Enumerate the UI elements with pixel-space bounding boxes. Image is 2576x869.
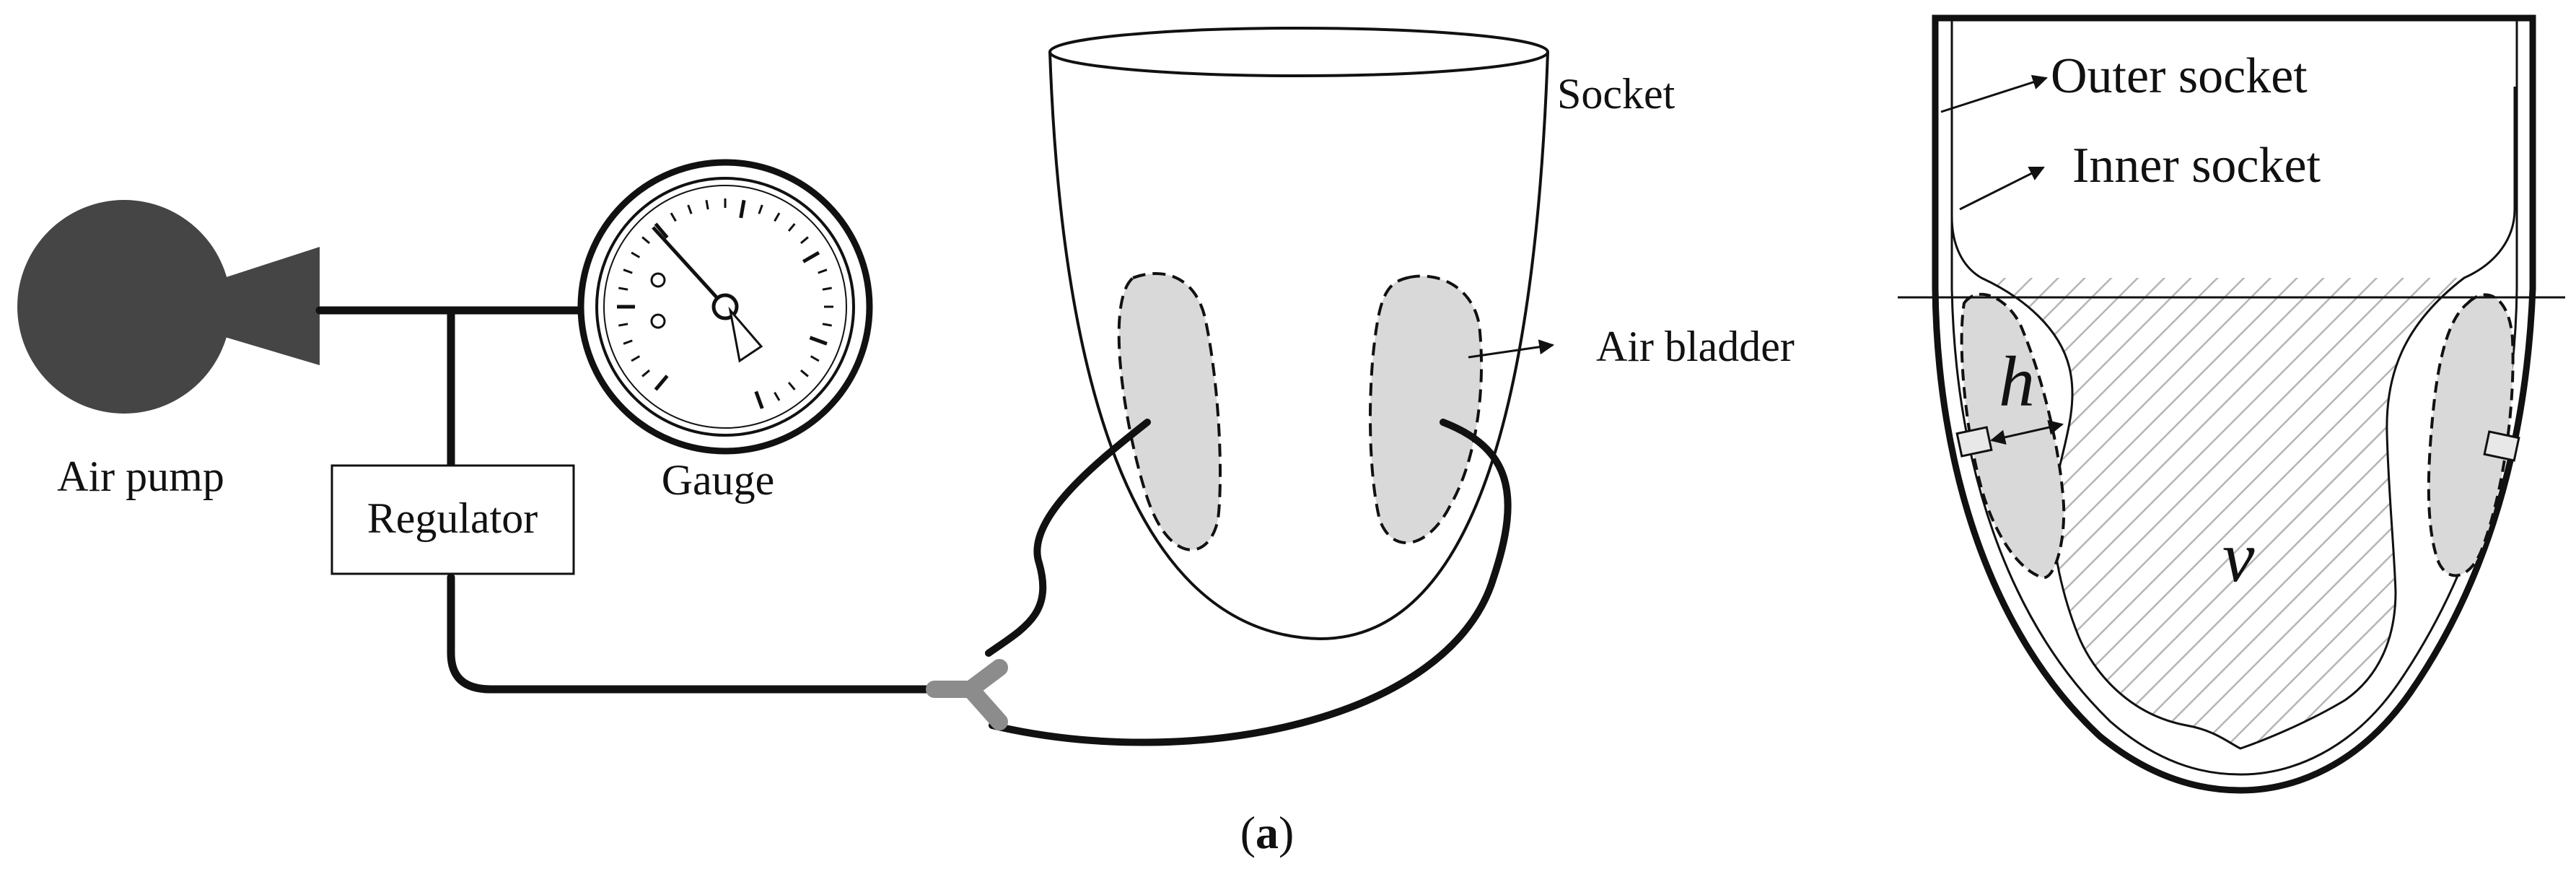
caption-open-paren: (: [1240, 807, 1256, 858]
bladder-tubes: [985, 419, 1512, 746]
gauge-label: Gauge: [662, 456, 775, 504]
socket-3d: [1048, 27, 1555, 641]
air-bladder-pointer: [1468, 339, 1555, 359]
gauge-face: [603, 185, 847, 429]
socket-rim: [1048, 27, 1549, 77]
y-connector-branch-down: [962, 681, 1008, 730]
air-pump-label: Air pump: [57, 453, 224, 500]
regulator-box: [330, 464, 575, 575]
gauge-tick: [654, 222, 669, 239]
regulator-label: Regulator: [367, 494, 538, 542]
gauge-tick: [822, 323, 832, 327]
h-label: h: [1999, 341, 2035, 422]
inner-socket-pointer: [1959, 166, 2045, 211]
air-pump-nozzle: [213, 247, 320, 365]
gauge-tick: [687, 204, 693, 214]
gauge-tick: [618, 323, 628, 327]
gauge-tick: [774, 391, 781, 401]
gauge-tick: [641, 369, 651, 377]
air-bladder-left: [1117, 272, 1222, 551]
gauge-inner-ring: [595, 177, 855, 437]
gauge-tick: [631, 355, 641, 362]
caption-close-paren: ): [1279, 807, 1294, 858]
gauge-tick: [641, 236, 651, 245]
supply-tube: [447, 573, 935, 694]
gauge-tick: [739, 199, 746, 219]
gauge-tick: [705, 200, 709, 210]
v-label: v: [2222, 517, 2255, 597]
gauge-tick: [654, 375, 669, 391]
gauge-tick: [799, 369, 809, 377]
outer-socket-label: Outer socket: [2051, 48, 2308, 104]
gauge-tick: [670, 212, 677, 222]
socket-cross-section: [1898, 14, 2565, 794]
air-bladder-label: Air bladder: [1596, 323, 1795, 370]
gauge-tick: [822, 287, 832, 291]
sensor-left: [1955, 426, 1993, 458]
figure-caption: (a): [1240, 807, 1294, 858]
gauge-screw-bottom: [650, 313, 666, 329]
regulator: Regulator: [330, 464, 575, 575]
air-bladder-right: [1368, 274, 1483, 545]
gauge-tick: [623, 268, 633, 274]
bladder-tube-right: [989, 419, 1512, 746]
tubing: [315, 306, 935, 694]
inner-socket-label: Inner socket: [2072, 138, 2321, 193]
bladder-section-right: [2427, 293, 2515, 577]
gauge-needle: [652, 226, 727, 308]
gauge-tick: [809, 336, 828, 346]
bladder-tube-left: [985, 419, 1151, 657]
gauge-ticks: [617, 198, 833, 409]
gauge-tick: [818, 268, 828, 274]
caption-letter: a: [1256, 807, 1279, 858]
gauge-tick: [787, 223, 796, 232]
inner-socket-wall: [1950, 87, 2516, 750]
gauge-tick: [618, 287, 628, 291]
gauge-tick: [631, 251, 641, 258]
gauge-tick: [787, 381, 796, 390]
gauge-tick: [758, 204, 763, 214]
gauge-needle-tail: [728, 306, 763, 363]
gauge-tick: [799, 236, 809, 245]
gauge-tick: [810, 355, 820, 362]
sensor-right: [2483, 430, 2520, 462]
gauge-tick: [774, 212, 781, 222]
air-pump-bulb: [17, 200, 231, 414]
gauge-tick: [802, 250, 820, 263]
outer-socket-pointer: [1940, 74, 2048, 113]
socket-label: Socket: [1557, 70, 1675, 118]
gauge-tick: [623, 339, 633, 345]
y-connector: [926, 659, 1008, 730]
gauge-tick: [754, 390, 764, 409]
gauge: [577, 159, 873, 455]
h-dimension-arrow: [1989, 419, 2064, 445]
gauge-screw-top: [650, 272, 666, 288]
air-pump: [17, 200, 320, 414]
